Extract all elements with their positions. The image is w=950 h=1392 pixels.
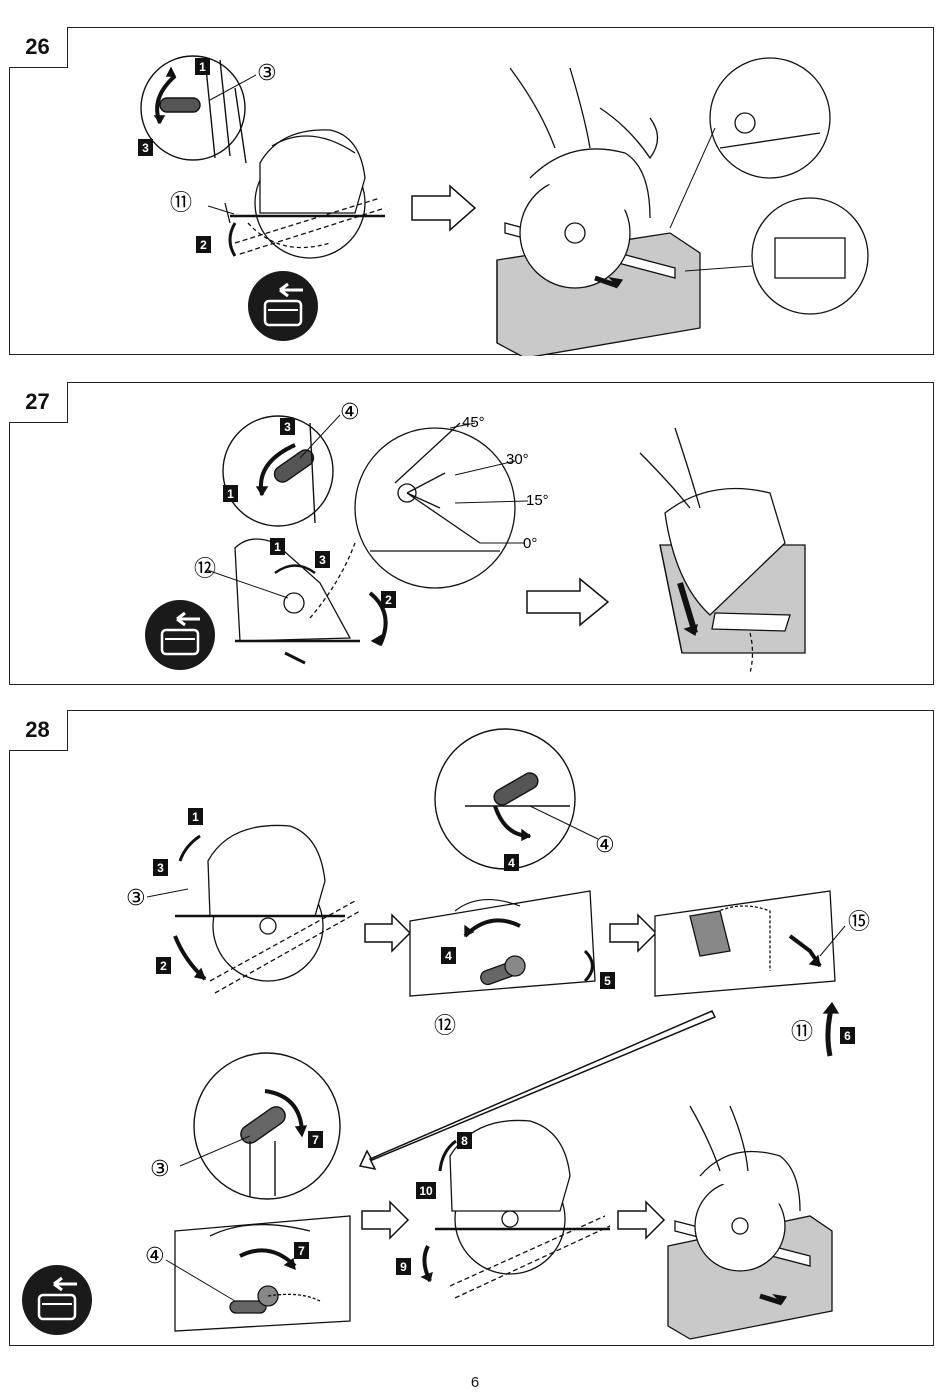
inset-lever-detail <box>140 55 247 164</box>
return-arrow <box>358 1010 717 1171</box>
saw-side-view-bottom <box>420 1119 611 1299</box>
next-step-arrow <box>411 184 477 232</box>
base-plate-lock-bottom <box>165 1215 351 1332</box>
inset-lever-4 <box>434 728 599 870</box>
next-step-arrow <box>361 1200 410 1240</box>
next-step-arrow <box>609 913 658 953</box>
fig27-callout-4: ④ <box>340 399 360 424</box>
fig28-bottom-left-labels: 7 ③ <box>150 1131 323 1181</box>
fig28-inset-labels: 4 ④ <box>504 832 615 871</box>
base-plate-adjust-right <box>654 890 846 1057</box>
fig28-step-10: 10 <box>419 1184 433 1198</box>
battery-remove-icon <box>22 1265 92 1335</box>
figure-26-step-labels: 1 2 3 <box>138 58 211 253</box>
fig28-inset-step-4: 4 <box>508 856 515 870</box>
figure-27-illustration: 45° 30° 15° 0° 3 1 1 3 2 <box>145 399 806 674</box>
figure-27: 45° 30° 15° 0° 3 1 1 3 2 <box>8 381 934 685</box>
fig27-callout-12: ⑫ <box>194 556 216 581</box>
circular-saw-side-view <box>207 129 386 259</box>
fig27-step-2: 2 <box>385 593 392 607</box>
figure-28: 1 3 2 ③ 4 ④ <box>8 709 934 1346</box>
fig28-step-3: 3 <box>157 861 164 875</box>
bevel-cutting-scene <box>639 427 806 674</box>
fig28-step-4: 4 <box>445 949 452 963</box>
inset-lever-lock <box>179 1052 341 1200</box>
fig28-callout-15: ⑮ <box>848 909 870 934</box>
angle-30: 30° <box>506 451 529 468</box>
fig28-callout-3-top: ③ <box>126 885 146 910</box>
inset-angle-scale <box>354 422 529 589</box>
figure-26-callouts: ③ ⑪ <box>170 60 277 215</box>
fig28-callout-12: ⑫ <box>434 1013 456 1038</box>
fig28-step-7: 7 <box>298 1244 305 1258</box>
cutting-scene-illustration <box>496 57 869 356</box>
fig26-step-1: 1 <box>199 60 206 74</box>
figure-26-number: 26 <box>8 26 68 68</box>
page-number: 6 <box>470 1374 480 1391</box>
fig26-callout-3: ③ <box>257 60 277 85</box>
fig28-step-6: 6 <box>844 1029 851 1043</box>
fig28-top-steps: 1 3 2 ③ <box>126 808 203 974</box>
fig27-step-1: 1 <box>274 540 281 554</box>
fig28-callout-11: ⑪ <box>791 1019 813 1044</box>
fig28-step-2: 2 <box>160 959 167 973</box>
fig26-step-2: 2 <box>200 238 207 252</box>
battery-remove-icon <box>145 600 215 670</box>
fig28-step-1: 1 <box>192 810 199 824</box>
fig26-step-3: 3 <box>142 141 149 155</box>
fig28-right-labels: ⑮ ⑪ 6 <box>791 909 870 1044</box>
fig28-callout-3-bottom: ③ <box>150 1156 170 1181</box>
fig27-angle-labels: 45° 30° 15° 0° <box>462 414 549 552</box>
fig28-bottom-plate-labels: ④ 7 <box>145 1242 309 1268</box>
inset-bevel-lever <box>222 415 334 527</box>
battery-remove-icon <box>248 271 318 341</box>
fig27-inset-step-1: 1 <box>227 487 234 501</box>
fig28-callout-4-inset: ④ <box>595 832 615 857</box>
angle-15: 15° <box>526 492 549 509</box>
figure-27-number: 27 <box>8 381 68 423</box>
figure-26: 1 2 3 ③ ⑪ <box>8 26 934 356</box>
next-step-arrow <box>364 913 412 953</box>
figure-26-illustration: 1 2 3 ③ ⑪ <box>138 55 869 356</box>
fig28-step-9: 9 <box>400 1260 407 1274</box>
base-plate-adjust-middle <box>409 890 596 997</box>
angle-45: 45° <box>462 414 485 431</box>
fig28-inset-step-7: 7 <box>312 1133 319 1147</box>
figure-28-illustration: 1 3 2 ③ 4 ④ <box>22 728 870 1340</box>
fig28-step-5: 5 <box>604 974 611 988</box>
fig28-step-8: 8 <box>461 1134 468 1148</box>
circular-saw-front-view <box>206 538 388 665</box>
fig28-callout-4-bottom: ④ <box>145 1243 165 1268</box>
next-step-arrow <box>526 577 610 627</box>
figure-28-number: 28 <box>8 709 68 751</box>
cutting-scene-bottom <box>667 1105 833 1340</box>
fig26-callout-11: ⑪ <box>170 190 192 215</box>
saw-side-view-top <box>146 824 361 994</box>
fig28-bottom-saw-labels: 8 10 9 <box>396 1132 472 1275</box>
figure-27-callouts: ④ ⑫ <box>194 399 360 581</box>
angle-0: 0° <box>523 535 537 552</box>
figure-27-step-labels: 3 1 1 3 2 <box>223 418 396 608</box>
fig28-middle-labels: 4 5 ⑫ <box>434 947 615 1038</box>
fig27-step-3: 3 <box>319 553 326 567</box>
fig27-inset-step-3: 3 <box>284 420 291 434</box>
next-step-arrow <box>617 1200 666 1240</box>
